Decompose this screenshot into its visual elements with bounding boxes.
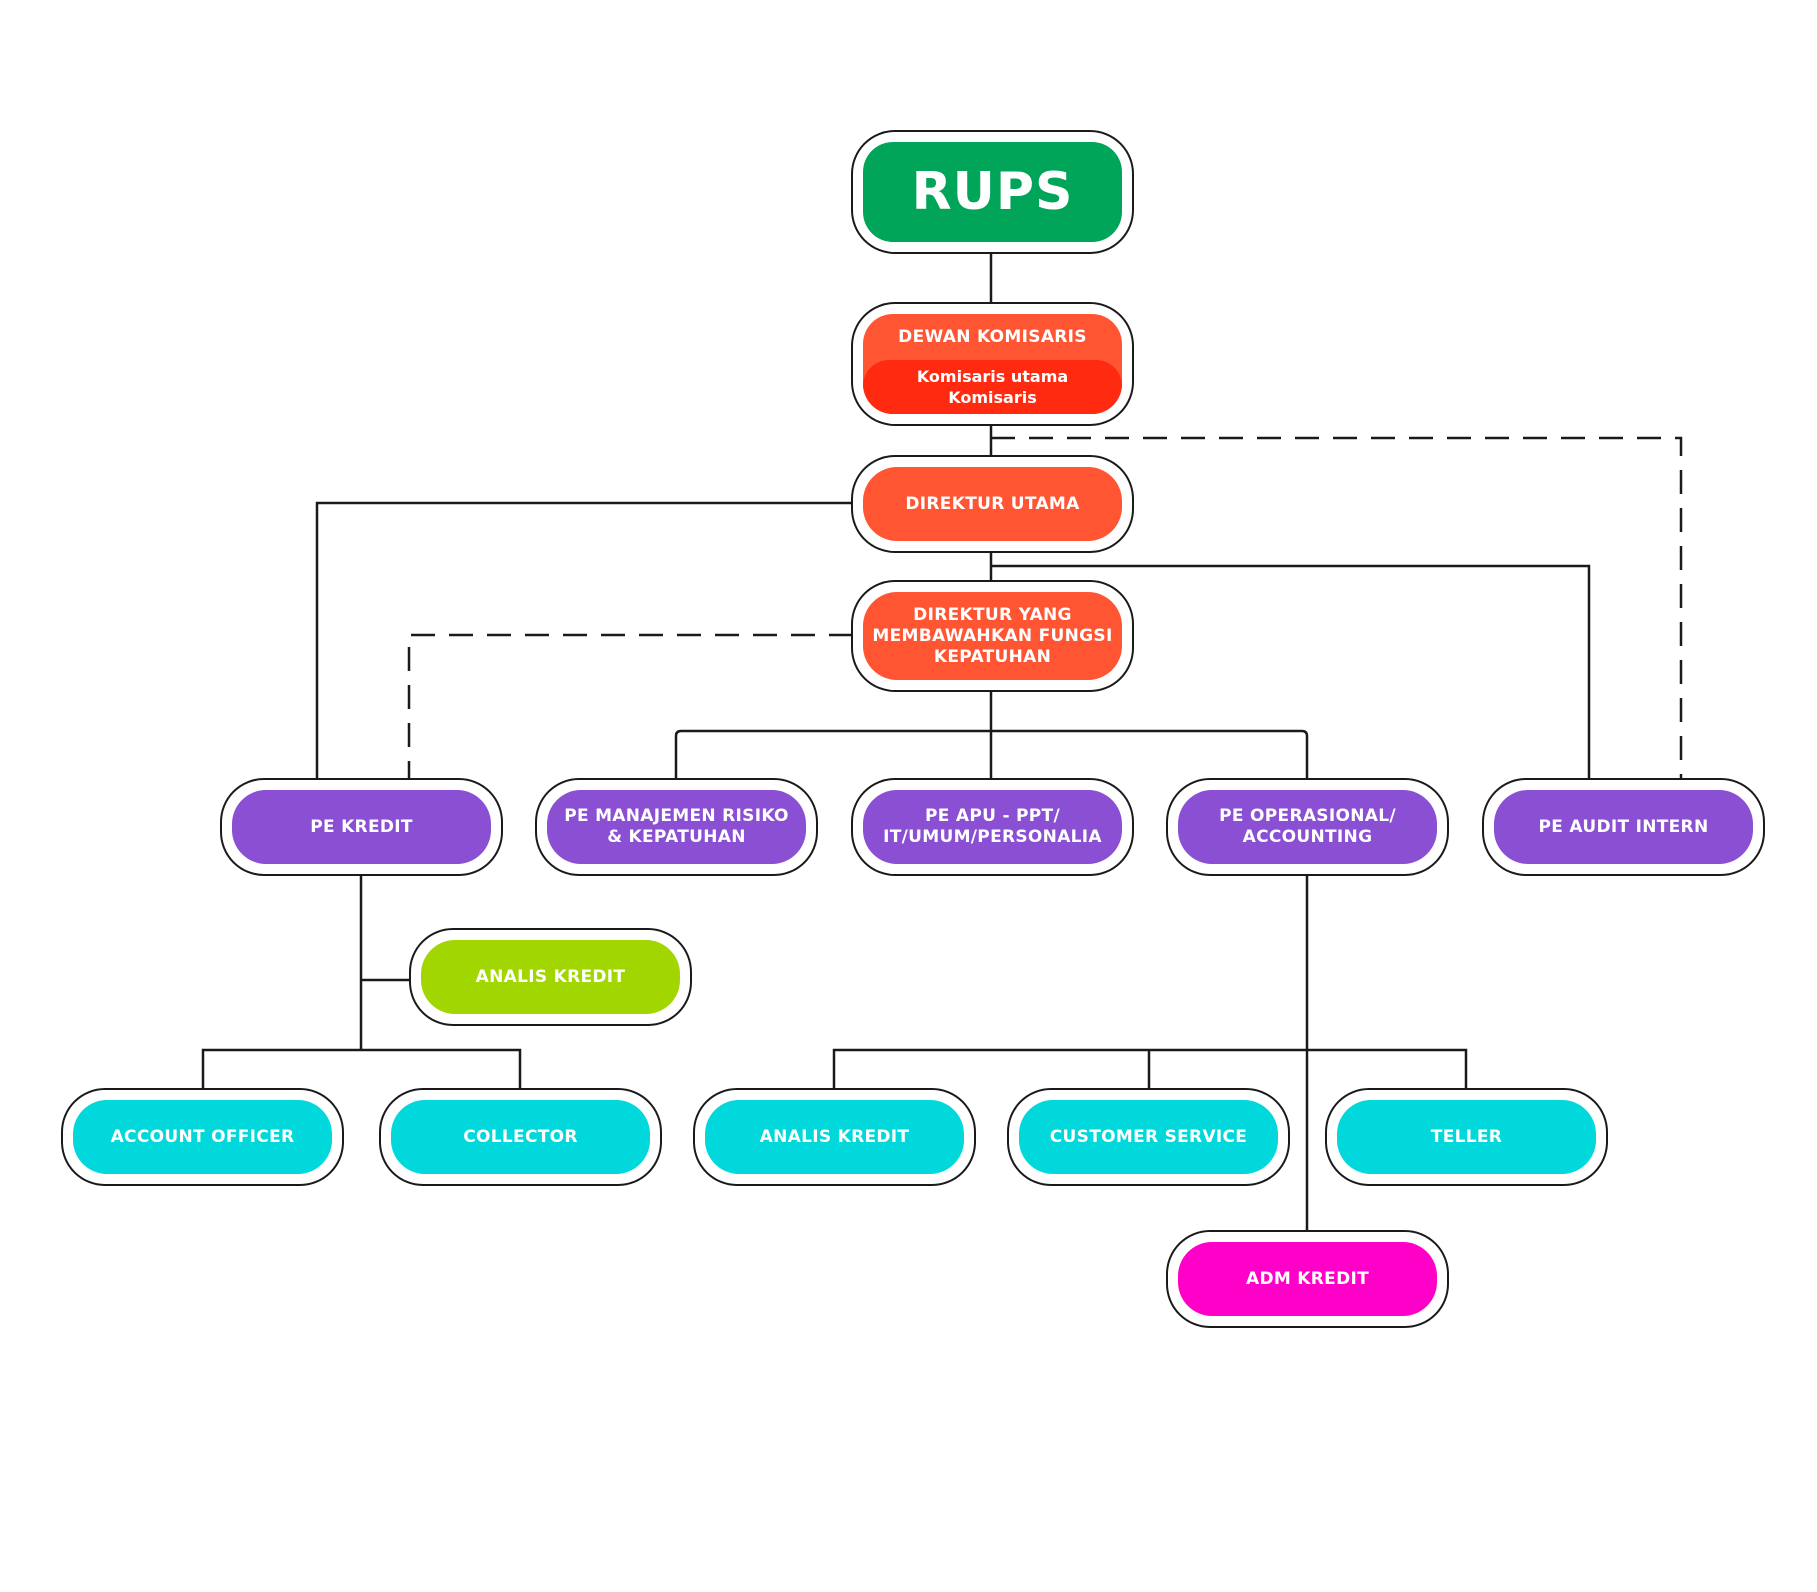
line-kredit-subbranch: [201, 1048, 522, 1088]
pe-kredit-node: PE KREDIT: [220, 778, 503, 876]
analis-kredit-label: ANALIS KREDIT: [421, 940, 680, 1014]
line-direktur-pekredit: [315, 501, 853, 778]
customer-service-node: CUSTOMER SERVICE: [1007, 1088, 1290, 1186]
pe-apu-label: PE APU - PPT/ IT/UMUM/PERSONALIA: [863, 790, 1122, 864]
rups-label: RUPS: [863, 142, 1122, 242]
pe-apu-node: PE APU - PPT/ IT/UMUM/PERSONALIA: [851, 778, 1134, 876]
adm-kredit-node: ADM KREDIT: [1166, 1230, 1449, 1328]
dewan-komisaris-members: Komisaris utama Komisaris: [863, 360, 1122, 414]
account-officer-node: ACCOUNT OFFICER: [61, 1088, 344, 1186]
dashed-line-kepatuhan-pekredit: [407, 633, 853, 778]
direktur-utama-label: DIREKTUR UTAMA: [863, 467, 1122, 541]
direktur-kepatuhan-label: DIREKTUR YANG MEMBAWAHKAN FUNGSI KEPATUH…: [863, 592, 1122, 680]
dashed-line-dewan-audit: [991, 436, 1683, 778]
collector-node: COLLECTOR: [379, 1088, 662, 1186]
direktur-utama-node: DIREKTUR UTAMA: [851, 455, 1134, 553]
rups-node: RUPS: [851, 130, 1134, 254]
pe-audit-intern-node: PE AUDIT INTERN: [1482, 778, 1765, 876]
pe-operasional-label: PE OPERASIONAL/ ACCOUNTING: [1178, 790, 1437, 864]
dewan-komisaris-node: DEWAN KOMISARIS Komisaris utama Komisari…: [851, 302, 1134, 426]
teller-label: TELLER: [1337, 1100, 1596, 1174]
analis-kredit-ops-label: ANALIS KREDIT: [705, 1100, 964, 1174]
pe-kredit-label: PE KREDIT: [232, 790, 491, 864]
pe-manajemen-risiko-label: PE MANAJEMEN RISIKO & KEPATUHAN: [547, 790, 806, 864]
pe-manajemen-risiko-node: PE MANAJEMEN RISIKO & KEPATUHAN: [535, 778, 818, 876]
direktur-kepatuhan-node: DIREKTUR YANG MEMBAWAHKAN FUNGSI KEPATUH…: [851, 580, 1134, 692]
collector-label: COLLECTOR: [391, 1100, 650, 1174]
line-direktur-audit: [991, 564, 1591, 778]
teller-node: TELLER: [1325, 1088, 1608, 1186]
pe-audit-intern-label: PE AUDIT INTERN: [1494, 790, 1753, 864]
dewan-komisaris-title: DEWAN KOMISARIS: [898, 327, 1087, 347]
customer-service-label: CUSTOMER SERVICE: [1019, 1100, 1278, 1174]
analis-kredit-node: ANALIS KREDIT: [409, 928, 692, 1026]
pe-operasional-node: PE OPERASIONAL/ ACCOUNTING: [1166, 778, 1449, 876]
account-officer-label: ACCOUNT OFFICER: [73, 1100, 332, 1174]
adm-kredit-label: ADM KREDIT: [1178, 1242, 1437, 1316]
dewan-komisaris-box: DEWAN KOMISARIS Komisaris utama Komisari…: [863, 314, 1122, 414]
analis-kredit-ops-node: ANALIS KREDIT: [693, 1088, 976, 1186]
